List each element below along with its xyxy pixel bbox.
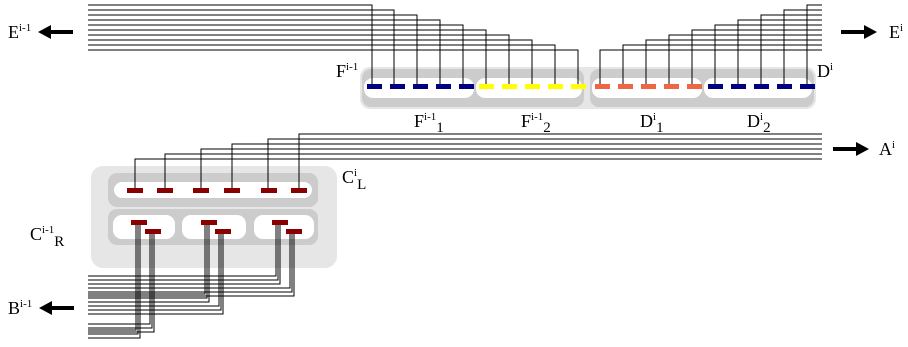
cell-f2-2 (502, 84, 517, 89)
label-f-prev: Fi-1 (336, 61, 358, 81)
register-cells (127, 84, 815, 234)
wire-a-4 (231, 143, 822, 190)
wire-b-13 (88, 225, 277, 277)
cell-d1-2 (618, 84, 633, 89)
wire-f-8 (88, 39, 533, 86)
cell-d2-5 (800, 84, 815, 89)
label-c-r: Ci-1R (30, 224, 64, 250)
cell-f2-3 (525, 84, 540, 89)
wire-d-7 (737, 19, 822, 86)
label-b-prev: Bi-1 (8, 298, 32, 318)
cell-cl-2 (157, 188, 173, 193)
wire-b-12 (88, 234, 224, 315)
wire-f-9 (88, 44, 556, 86)
cell-f1-5 (459, 84, 474, 89)
wire-b-9 (88, 225, 210, 303)
wire-b-17 (88, 234, 293, 293)
cr-slot-1 (113, 215, 175, 239)
cell-cr-3 (201, 220, 217, 225)
wire-b-3 (88, 225, 141, 339)
wire-d-9 (783, 9, 822, 86)
wire-d-8 (760, 14, 822, 86)
wire-b-15 (88, 225, 281, 285)
cell-cl-6 (291, 188, 307, 193)
wire-d-5 (691, 29, 822, 86)
wire-b-8 (88, 225, 208, 299)
label-e-prev: Ei-1 (8, 22, 31, 42)
cell-d2-1 (708, 84, 723, 89)
wire-f-1 (88, 4, 373, 86)
wire-f-6 (88, 29, 487, 86)
cell-cl-1 (127, 188, 143, 193)
wire-b-2 (88, 225, 139, 335)
label-e-cur: Ei (889, 22, 903, 42)
wire-a-6 (298, 133, 822, 190)
wire-a-3 (200, 148, 822, 190)
cell-f2-5 (571, 84, 586, 89)
label-f1: Fi-11 (414, 111, 444, 136)
wire-b-7 (88, 225, 206, 295)
cell-cl-5 (261, 188, 277, 193)
label-d1: Di1 (640, 111, 664, 136)
wire-b-6 (88, 234, 155, 333)
arrow-right-icon (833, 142, 869, 156)
wire-b-10 (88, 234, 220, 307)
wire-d-6 (714, 24, 822, 86)
wire-b-11 (88, 234, 222, 311)
label-d2: Di2 (747, 111, 771, 136)
wire-f-5 (88, 24, 464, 86)
arrow-right-icon (841, 25, 877, 39)
label-a-cur: Ai (879, 139, 895, 159)
cell-d1-3 (641, 84, 656, 89)
wire-d-1 (599, 49, 822, 86)
wire-a-5 (267, 138, 822, 190)
cell-cl-4 (224, 188, 240, 193)
cr-slot-3 (254, 215, 314, 239)
cell-d1-5 (687, 84, 702, 89)
cell-cr-1 (131, 220, 147, 225)
cell-d2-4 (777, 84, 792, 89)
wire-f-10 (88, 49, 579, 86)
wire-b-18 (88, 234, 295, 297)
cell-cr-6 (286, 229, 302, 234)
wire-d-2 (622, 44, 822, 86)
cell-f1-2 (390, 84, 405, 89)
wire-bundle (88, 4, 822, 339)
wire-d-10 (806, 4, 822, 86)
label-d-cur: Di (817, 61, 833, 81)
cell-d2-2 (731, 84, 746, 89)
cell-d1-4 (664, 84, 679, 89)
arrow-left-icon (38, 25, 73, 39)
wire-b-16 (88, 234, 291, 289)
cell-f1-3 (413, 84, 428, 89)
cell-cl-3 (193, 188, 209, 193)
wire-d-4 (668, 34, 822, 86)
cell-cr-2 (145, 229, 161, 234)
wire-a-2 (164, 153, 822, 190)
cell-cr-4 (215, 229, 231, 234)
label-c-l: CiL (342, 167, 366, 193)
cell-f1-1 (367, 84, 382, 89)
wire-b-5 (88, 234, 153, 329)
cell-d1-1 (595, 84, 610, 89)
wire-d-3 (645, 39, 822, 86)
wire-b-14 (88, 225, 279, 281)
wire-b-1 (88, 225, 137, 331)
cl-slot (114, 182, 312, 198)
wire-b-4 (88, 234, 151, 325)
wire-f-2 (88, 9, 395, 86)
cell-f2-1 (479, 84, 494, 89)
cr-slot-2 (182, 215, 246, 239)
cell-f1-4 (436, 84, 451, 89)
wire-f-3 (88, 14, 418, 86)
cell-f2-4 (548, 84, 563, 89)
cell-cr-5 (272, 220, 288, 225)
wire-f-4 (88, 19, 441, 86)
cell-d2-3 (754, 84, 769, 89)
label-f2: Fi-12 (521, 111, 551, 136)
arrow-left-icon (39, 301, 74, 315)
wire-f-7 (88, 34, 510, 86)
wire-a-1 (134, 158, 822, 190)
